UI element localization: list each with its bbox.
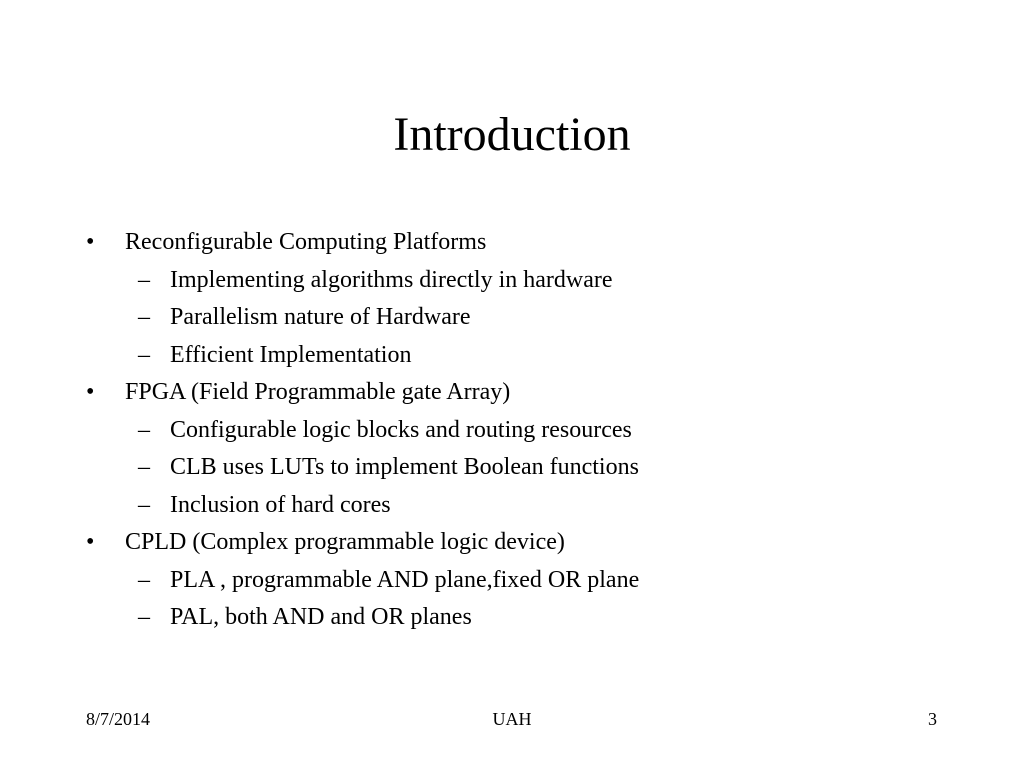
sub-bullet-item: – Parallelism nature of Hardware [86,299,966,337]
slide-title: Introduction [393,108,631,161]
sub-bullet-item: – PAL, both AND and OR planes [86,599,966,637]
sub-bullet-text: Inclusion of hard cores [170,491,391,518]
bullet-text: Reconfigurable Computing Platforms [125,229,487,255]
dash-marker: – [138,266,150,293]
slide-content: • Reconfigurable Computing Platforms – I… [86,224,966,637]
footer-page-number: 3 [928,709,937,729]
bullet-marker: • [86,529,95,555]
sub-bullet-text: Configurable logic blocks and routing re… [170,416,632,443]
dash-marker: – [138,491,150,518]
footer-date: 8/7/2014 [86,709,151,729]
footer-center-text: UAH [492,709,532,729]
dash-marker: – [138,416,150,443]
bullet-text: CPLD (Complex programmable logic device) [125,529,565,555]
bullet-item: • CPLD (Complex programmable logic devic… [86,524,966,562]
sub-bullet-item: – Implementing algorithms directly in ha… [86,262,966,300]
sub-bullet-item: – Configurable logic blocks and routing … [86,412,966,450]
dash-marker: – [138,341,150,368]
bullet-item: • Reconfigurable Computing Platforms [86,224,966,262]
sub-bullet-text: Implementing algorithms directly in hard… [170,266,613,293]
dash-marker: – [138,454,150,480]
bullet-text: FPGA (Field Programmable gate Array) [125,379,511,405]
bullet-marker: • [86,379,95,405]
dash-marker: – [138,566,150,593]
sub-bullet-item: – PLA , programmable AND plane,fixed OR … [86,562,966,600]
bullet-item: • FPGA (Field Programmable gate Array) [86,374,966,412]
sub-bullet-item: – Efficient Implementation [86,337,966,375]
sub-bullet-text: Parallelism nature of Hardware [170,304,471,330]
sub-bullet-item: – Inclusion of hard cores [86,487,966,525]
sub-bullet-text: PLA , programmable AND plane,fixed OR pl… [170,566,640,593]
dash-marker: – [138,304,150,330]
sub-bullet-text: PAL, both AND and OR planes [170,604,472,630]
dash-marker: – [138,604,150,630]
sub-bullet-text: CLB uses LUTs to implement Boolean funct… [170,454,639,480]
bullet-marker: • [86,229,95,255]
sub-bullet-text: Efficient Implementation [170,341,412,368]
sub-bullet-item: – CLB uses LUTs to implement Boolean fun… [86,449,966,487]
